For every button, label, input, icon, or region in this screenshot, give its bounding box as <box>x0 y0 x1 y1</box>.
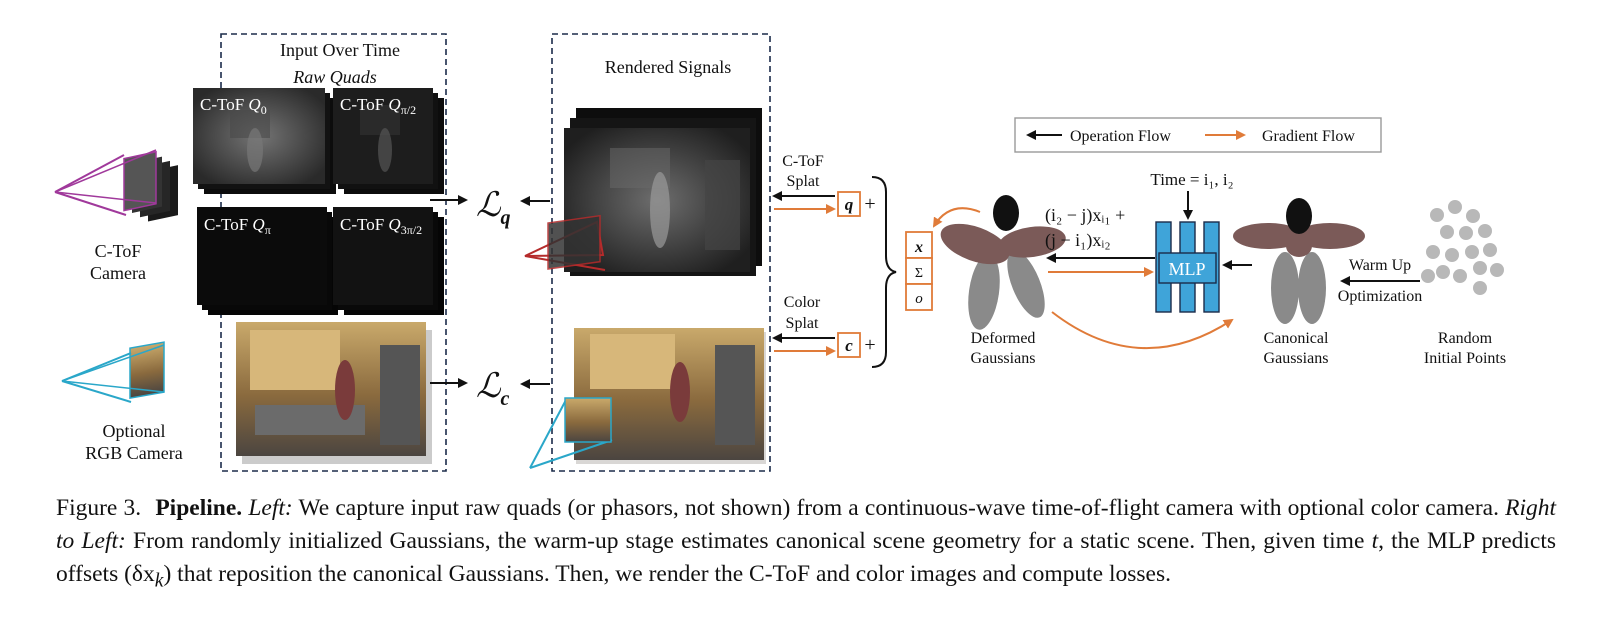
svg-text:C-ToF Q3π/2: C-ToF Q3π/2 <box>340 215 422 237</box>
svg-text:x: x <box>914 239 923 256</box>
loss-c: ℒc <box>476 368 510 410</box>
random-points-label-2: Initial Points <box>1424 350 1506 367</box>
random-points-icon <box>1421 200 1504 295</box>
deformed-gaussians-icon <box>940 195 1066 330</box>
render-ctof-frustum <box>524 214 606 271</box>
gradient-to-params <box>932 207 981 228</box>
ctof-splat-label-2: Splat <box>787 173 820 190</box>
color-input-frame <box>236 322 432 464</box>
rgb-camera-label-2: RGB Camera <box>85 443 182 463</box>
canonical-gaussians-label: Canonical <box>1264 330 1329 347</box>
c-plus: + <box>864 334 875 356</box>
deformed-gaussians-label: Deformed <box>971 330 1036 347</box>
time-label: Time = i₁, i₂ <box>1150 170 1233 189</box>
color-splat-label: Color <box>784 294 821 311</box>
render-color-frustum <box>529 397 613 469</box>
caption-end-text: that reposition the canonical Gaussians.… <box>177 561 1171 587</box>
caption-mlp-text: , the MLP predicts offsets <box>56 528 1557 587</box>
caption-rtl-label: Right to Left: <box>56 495 1557 554</box>
canonical-gaussians-label-2: Gaussians <box>1264 350 1329 367</box>
c-box-label: c <box>845 336 853 355</box>
random-points-label: Random <box>1438 330 1493 347</box>
warmup-label: Warm Up <box>1349 257 1411 274</box>
ctof-camera-label-2: Camera <box>90 263 146 283</box>
q-plus: + <box>864 193 875 215</box>
legend-operation-label: Operation Flow <box>1070 128 1171 145</box>
svg-text:o: o <box>915 291 923 307</box>
quad-frame-q3pi2: C-ToF Q3π/2 <box>333 207 444 315</box>
color-splat-label-2: Splat <box>786 315 819 332</box>
caption-left-label: Left: <box>248 495 293 521</box>
gaussian-params: x Σ o <box>905 231 933 311</box>
rendered-panel-title: Rendered Signals <box>605 57 731 77</box>
loss-q: ℒq <box>476 187 511 229</box>
rgb-camera-icon <box>61 341 165 403</box>
caption-left-text: We capture input raw quads (or phasors, … <box>298 495 1499 521</box>
caption-offsets: (δxk) <box>124 561 172 592</box>
quad-frame-qpi: C-ToF Qπ <box>197 207 338 315</box>
svg-text:MLP: MLP <box>1168 259 1205 279</box>
mlp-block: MLP <box>1155 221 1220 313</box>
q-box <box>837 191 861 217</box>
pipeline-diagram: C-ToF Camera Optional RGB Camera Input O… <box>54 33 1506 472</box>
input-panel-subtitle: Raw Quads <box>292 67 377 87</box>
caption-figure-number: Figure 3. <box>56 495 142 521</box>
legend-box <box>1014 117 1382 153</box>
param-brace <box>871 176 897 368</box>
caption-bold-title: Pipeline. <box>155 495 243 521</box>
c-box <box>837 332 861 358</box>
rgb-camera-label: Optional <box>103 421 166 441</box>
interp-formula-1: (i₂ − j)xᵢ₁ + <box>1045 205 1125 226</box>
gradient-deformed-to-canonical <box>1051 311 1234 350</box>
figure-caption: Figure 3. Pipeline. Left: We capture inp… <box>56 492 1556 598</box>
svg-text:C-ToF Q0: C-ToF Q0 <box>200 95 267 117</box>
ctof-camera-icon <box>54 149 178 222</box>
legend-gradient-label: Gradient Flow <box>1262 128 1355 145</box>
quad-frame-qpi2: C-ToF Qπ/2 <box>333 88 444 194</box>
caption-time-symbol: t <box>1371 528 1379 554</box>
warmup-label-2: Optimization <box>1338 288 1422 305</box>
q-box-label: q <box>845 195 854 214</box>
caption-rtl-text: From randomly initialized Gaussians, the… <box>133 528 1365 554</box>
ctof-splat-label: C-ToF <box>782 153 824 170</box>
ctof-camera-label: C-ToF <box>95 241 142 261</box>
input-panel-title: Input Over Time <box>280 40 400 60</box>
deformed-gaussians-label-2: Gaussians <box>971 350 1036 367</box>
quad-frame-q0: C-ToF Q0 <box>193 88 336 194</box>
interp-formula-2: (j − i₁)xᵢ₂ <box>1045 230 1111 251</box>
svg-text:C-ToF Qπ/2: C-ToF Qπ/2 <box>340 95 416 117</box>
canonical-gaussians-icon <box>1233 198 1365 324</box>
svg-text:Σ: Σ <box>915 266 923 281</box>
svg-text:C-ToF Qπ: C-ToF Qπ <box>204 215 271 237</box>
